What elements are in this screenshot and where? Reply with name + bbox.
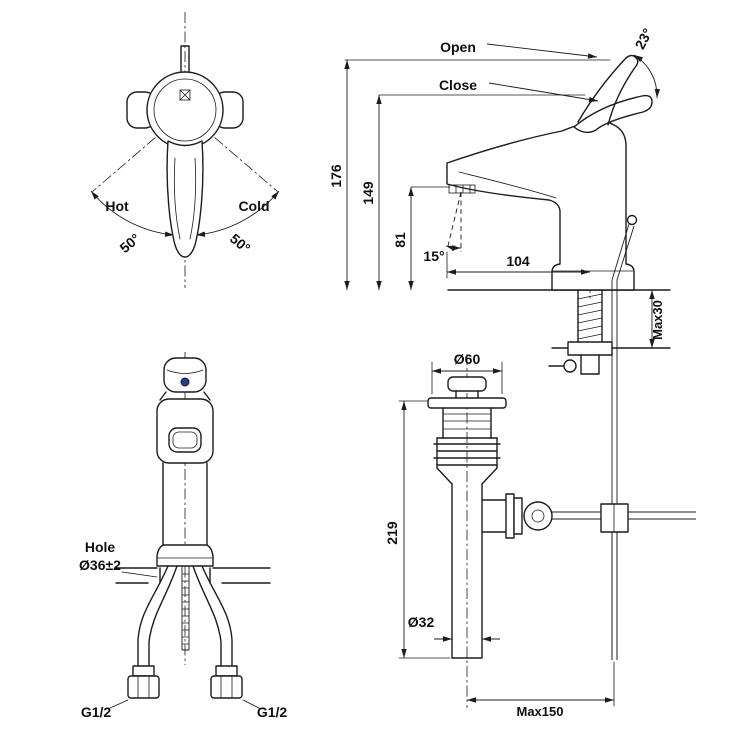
- spout-mouth-outer: [168, 427, 202, 453]
- close-label: Close: [439, 77, 477, 93]
- right-hose-nut: [210, 675, 243, 699]
- drain-flange: [427, 397, 507, 409]
- handle-cap: [163, 357, 207, 393]
- drain-neck: [442, 407, 492, 439]
- pipe-dia-label: Ø32: [408, 614, 435, 630]
- popup-cap: [447, 376, 487, 392]
- aerator-side: [448, 184, 476, 194]
- swing-angle-right-label: 50°: [227, 230, 254, 256]
- total-height-label: 176: [328, 164, 344, 188]
- lift-rod-tail: [611, 532, 618, 660]
- cap-detail: [166, 369, 204, 374]
- swing-arc-left: [90, 190, 175, 237]
- close-leader: [488, 82, 599, 103]
- tailpipe: [451, 483, 483, 659]
- right-thread-label: G1/2: [257, 704, 288, 720]
- body-height-label: 219: [384, 521, 400, 545]
- left-thread-label: G1/2: [81, 704, 112, 720]
- drain-body-ribs: [433, 437, 501, 485]
- open-label: Open: [440, 39, 476, 55]
- handle-top-detail: [173, 157, 197, 240]
- mounting-shank: [567, 289, 613, 375]
- side-view: Open Close 23° 176 149 81 15° 104 Max30: [328, 26, 671, 660]
- handle-top-view: [166, 140, 204, 258]
- spout-tip-top: [180, 45, 190, 73]
- body-column: [162, 462, 208, 546]
- aerator-mark: [179, 89, 191, 101]
- lever-angle-arc: [633, 54, 661, 99]
- pivot-ball-detail: [548, 359, 577, 373]
- left-hose-nut: [127, 675, 160, 699]
- hot-label: Hot: [105, 198, 129, 214]
- spout-height-label: 149: [360, 181, 376, 205]
- faucet-side-body: [446, 119, 635, 291]
- swing-arc-right: [195, 190, 280, 237]
- supply-hoses: [127, 565, 243, 699]
- base-flare: [156, 544, 214, 567]
- counter-section: [115, 567, 271, 584]
- hole-leader: [121, 571, 158, 578]
- swing-angle-left-label: 50°: [117, 230, 144, 256]
- pivot-branch: [481, 493, 553, 539]
- ext-flange-dia: [431, 361, 503, 395]
- drain-view: Ø60 219 Ø32 Max150: [384, 351, 696, 719]
- cap-neck: [159, 391, 211, 401]
- spout-inner-line: [458, 171, 557, 199]
- body-top-inner: [153, 78, 217, 142]
- hole-label: Hole: [85, 539, 116, 555]
- hole-diameter-label: Ø36±2: [79, 557, 121, 573]
- temp-indicator-dot: [180, 377, 190, 387]
- body-top-outline: [146, 71, 224, 149]
- rod-clamp: [600, 503, 629, 533]
- threaded-stud: [181, 566, 190, 651]
- cap-stem: [455, 390, 479, 399]
- stream-angle-label: 15°: [423, 248, 444, 264]
- handle-closed: [573, 94, 653, 134]
- reach-label: 104: [506, 253, 530, 269]
- stream-angle-arc: [445, 245, 462, 251]
- flange-dia-label: Ø60: [454, 351, 481, 367]
- stream-angle-lines: [446, 191, 462, 252]
- front-view: Hole Ø36±2 G1/2 G1/2: [79, 352, 287, 720]
- left-thread-leader: [109, 699, 129, 709]
- cold-label: Cold: [238, 198, 269, 214]
- right-thread-leader: [242, 699, 260, 709]
- lever-angle-label: 23°: [632, 26, 656, 52]
- open-leader: [486, 43, 598, 59]
- top-view: Hot Cold 50° 50°: [90, 12, 280, 288]
- rod-reach-label: Max150: [517, 704, 564, 719]
- deck-max-label: Max30: [650, 300, 665, 340]
- spout-mouth-inner: [172, 431, 198, 449]
- outlet-height-label: 81: [392, 232, 408, 248]
